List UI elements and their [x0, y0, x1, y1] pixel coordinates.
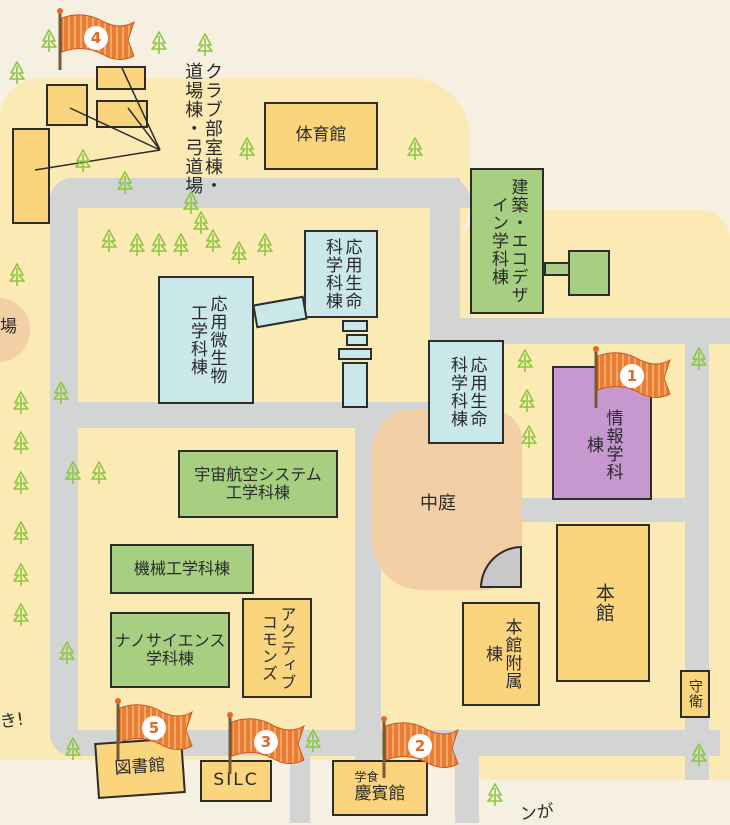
architecture-eco-design-label: 建築・エコデザイン学科棟	[488, 178, 528, 304]
tree-icon	[150, 232, 168, 256]
road-south-exit-right	[455, 740, 479, 823]
stair-connector-4	[342, 362, 368, 408]
applied-microbiology-label: 応用微生物工学科棟	[187, 295, 227, 385]
tree-icon	[520, 424, 538, 448]
edge-label-bottom-left: き!	[0, 709, 26, 733]
stair-connector-2	[346, 334, 368, 346]
nanoscience-building[interactable]: ナノサイエンス 学科棟	[110, 612, 230, 688]
flag-marker-2[interactable]: 2	[380, 716, 460, 778]
applied-life-science-building-north[interactable]: 応用生命科学科棟	[304, 230, 378, 318]
architecture-annex[interactable]	[568, 250, 610, 296]
tree-icon	[12, 390, 30, 414]
tree-icon	[58, 640, 76, 664]
edge-label-bottom-right: ンが	[519, 801, 555, 825]
active-commons-label: アクティブコモンズ	[259, 605, 297, 691]
club-building-1[interactable]	[96, 66, 146, 90]
tree-icon	[12, 470, 30, 494]
keihinkan-building[interactable]: 学食 慶賓館	[332, 760, 428, 816]
aerospace-label-line2: 工学科棟	[225, 483, 290, 502]
silc-building[interactable]: SILC	[200, 760, 272, 802]
tree-icon	[8, 262, 26, 286]
flag-marker-4[interactable]: 4	[56, 8, 136, 70]
main-hall-annex-label: 本館附属棟	[482, 618, 522, 690]
aerospace-label-line1: 宇宙航空システム	[194, 464, 322, 484]
aerospace-systems-building[interactable]: 宇宙航空システム 工学科棟	[178, 450, 338, 518]
tree-icon	[100, 228, 118, 252]
active-commons-building[interactable]: アクティブコモンズ	[242, 598, 312, 698]
flag-number-4: 4	[84, 26, 108, 50]
tree-icon	[12, 602, 30, 626]
flag-number-2: 2	[408, 734, 432, 758]
flag-marker-3[interactable]: 3	[226, 712, 306, 774]
flag-number-5: 5	[142, 716, 166, 740]
tree-icon	[172, 232, 190, 256]
dojo-building[interactable]	[46, 84, 88, 126]
applied-life-science-north-label: 応用生命科学科棟	[322, 238, 362, 310]
stair-connector-3	[338, 348, 372, 360]
road-northeast	[430, 178, 460, 338]
information-science-label: 情報学科棟	[583, 409, 623, 481]
main-hall-label: 本館	[592, 583, 615, 623]
mechanical-engineering-label: 機械工学科棟	[133, 558, 230, 578]
tree-icon	[12, 430, 30, 454]
tree-icon	[128, 232, 146, 256]
tree-icon	[90, 460, 108, 484]
guard-label: 守衛	[687, 679, 704, 709]
tree-icon	[12, 520, 30, 544]
tree-icon	[256, 232, 274, 256]
nanoscience-label-line1: ナノサイエンス	[114, 630, 226, 650]
flag-number-1: 1	[620, 364, 644, 388]
gym[interactable]: 体育館	[264, 102, 378, 170]
keihinkan-label: 慶賓館	[354, 784, 406, 805]
silc-label: SILC	[213, 770, 259, 791]
club-dojo-label: クラブ部室棟・道場棟・弓道場	[182, 62, 223, 195]
tree-icon	[116, 170, 134, 194]
tree-icon	[150, 30, 168, 54]
tree-icon	[64, 736, 82, 760]
cafeteria-label: 学食	[354, 770, 379, 785]
main-hall[interactable]: 本館	[556, 524, 650, 682]
flag-number-3: 3	[254, 730, 278, 754]
main-hall-annex[interactable]: 本館附属棟	[462, 602, 540, 706]
flag-marker-5[interactable]: 5	[114, 698, 194, 760]
tree-icon	[12, 562, 30, 586]
applied-life-science-building-south[interactable]: 応用生命科学科棟	[428, 340, 504, 444]
tree-icon	[196, 32, 214, 56]
applied-life-science-south-label: 応用生命科学科棟	[447, 356, 487, 428]
guard-booth[interactable]: 守衛	[680, 670, 710, 718]
tree-icon	[518, 388, 536, 412]
tree-icon	[8, 60, 26, 84]
gym-label: 体育館	[295, 125, 347, 146]
tree-icon	[64, 460, 82, 484]
architecture-eco-design-building[interactable]: 建築・エコデザイン学科棟	[470, 168, 544, 314]
kyudo-range[interactable]	[12, 128, 50, 224]
tree-icon	[690, 346, 708, 370]
flag-marker-1[interactable]: 1	[592, 346, 672, 408]
courtyard-label: 中庭	[420, 493, 456, 514]
applied-microbiology-building[interactable]: 応用微生物工学科棟	[158, 276, 254, 404]
club-dojo-leader-lines	[34, 67, 161, 171]
stair-connector-1	[342, 320, 368, 332]
mechanical-engineering-building[interactable]: 機械工学科棟	[110, 544, 254, 594]
tree-icon	[516, 348, 534, 372]
tree-icon	[238, 136, 256, 160]
tree-icon	[192, 210, 210, 234]
tree-icon	[406, 136, 424, 160]
tree-icon	[74, 148, 92, 172]
edge-label-left: 場	[0, 317, 17, 337]
road-right-connector	[520, 498, 700, 522]
tree-icon	[52, 380, 70, 404]
road-east-upper	[430, 318, 730, 344]
tree-icon	[230, 240, 248, 264]
tree-icon	[690, 742, 708, 766]
nanoscience-label-line2: 学科棟	[145, 649, 194, 668]
tree-icon	[304, 728, 322, 752]
tree-icon	[486, 782, 504, 806]
